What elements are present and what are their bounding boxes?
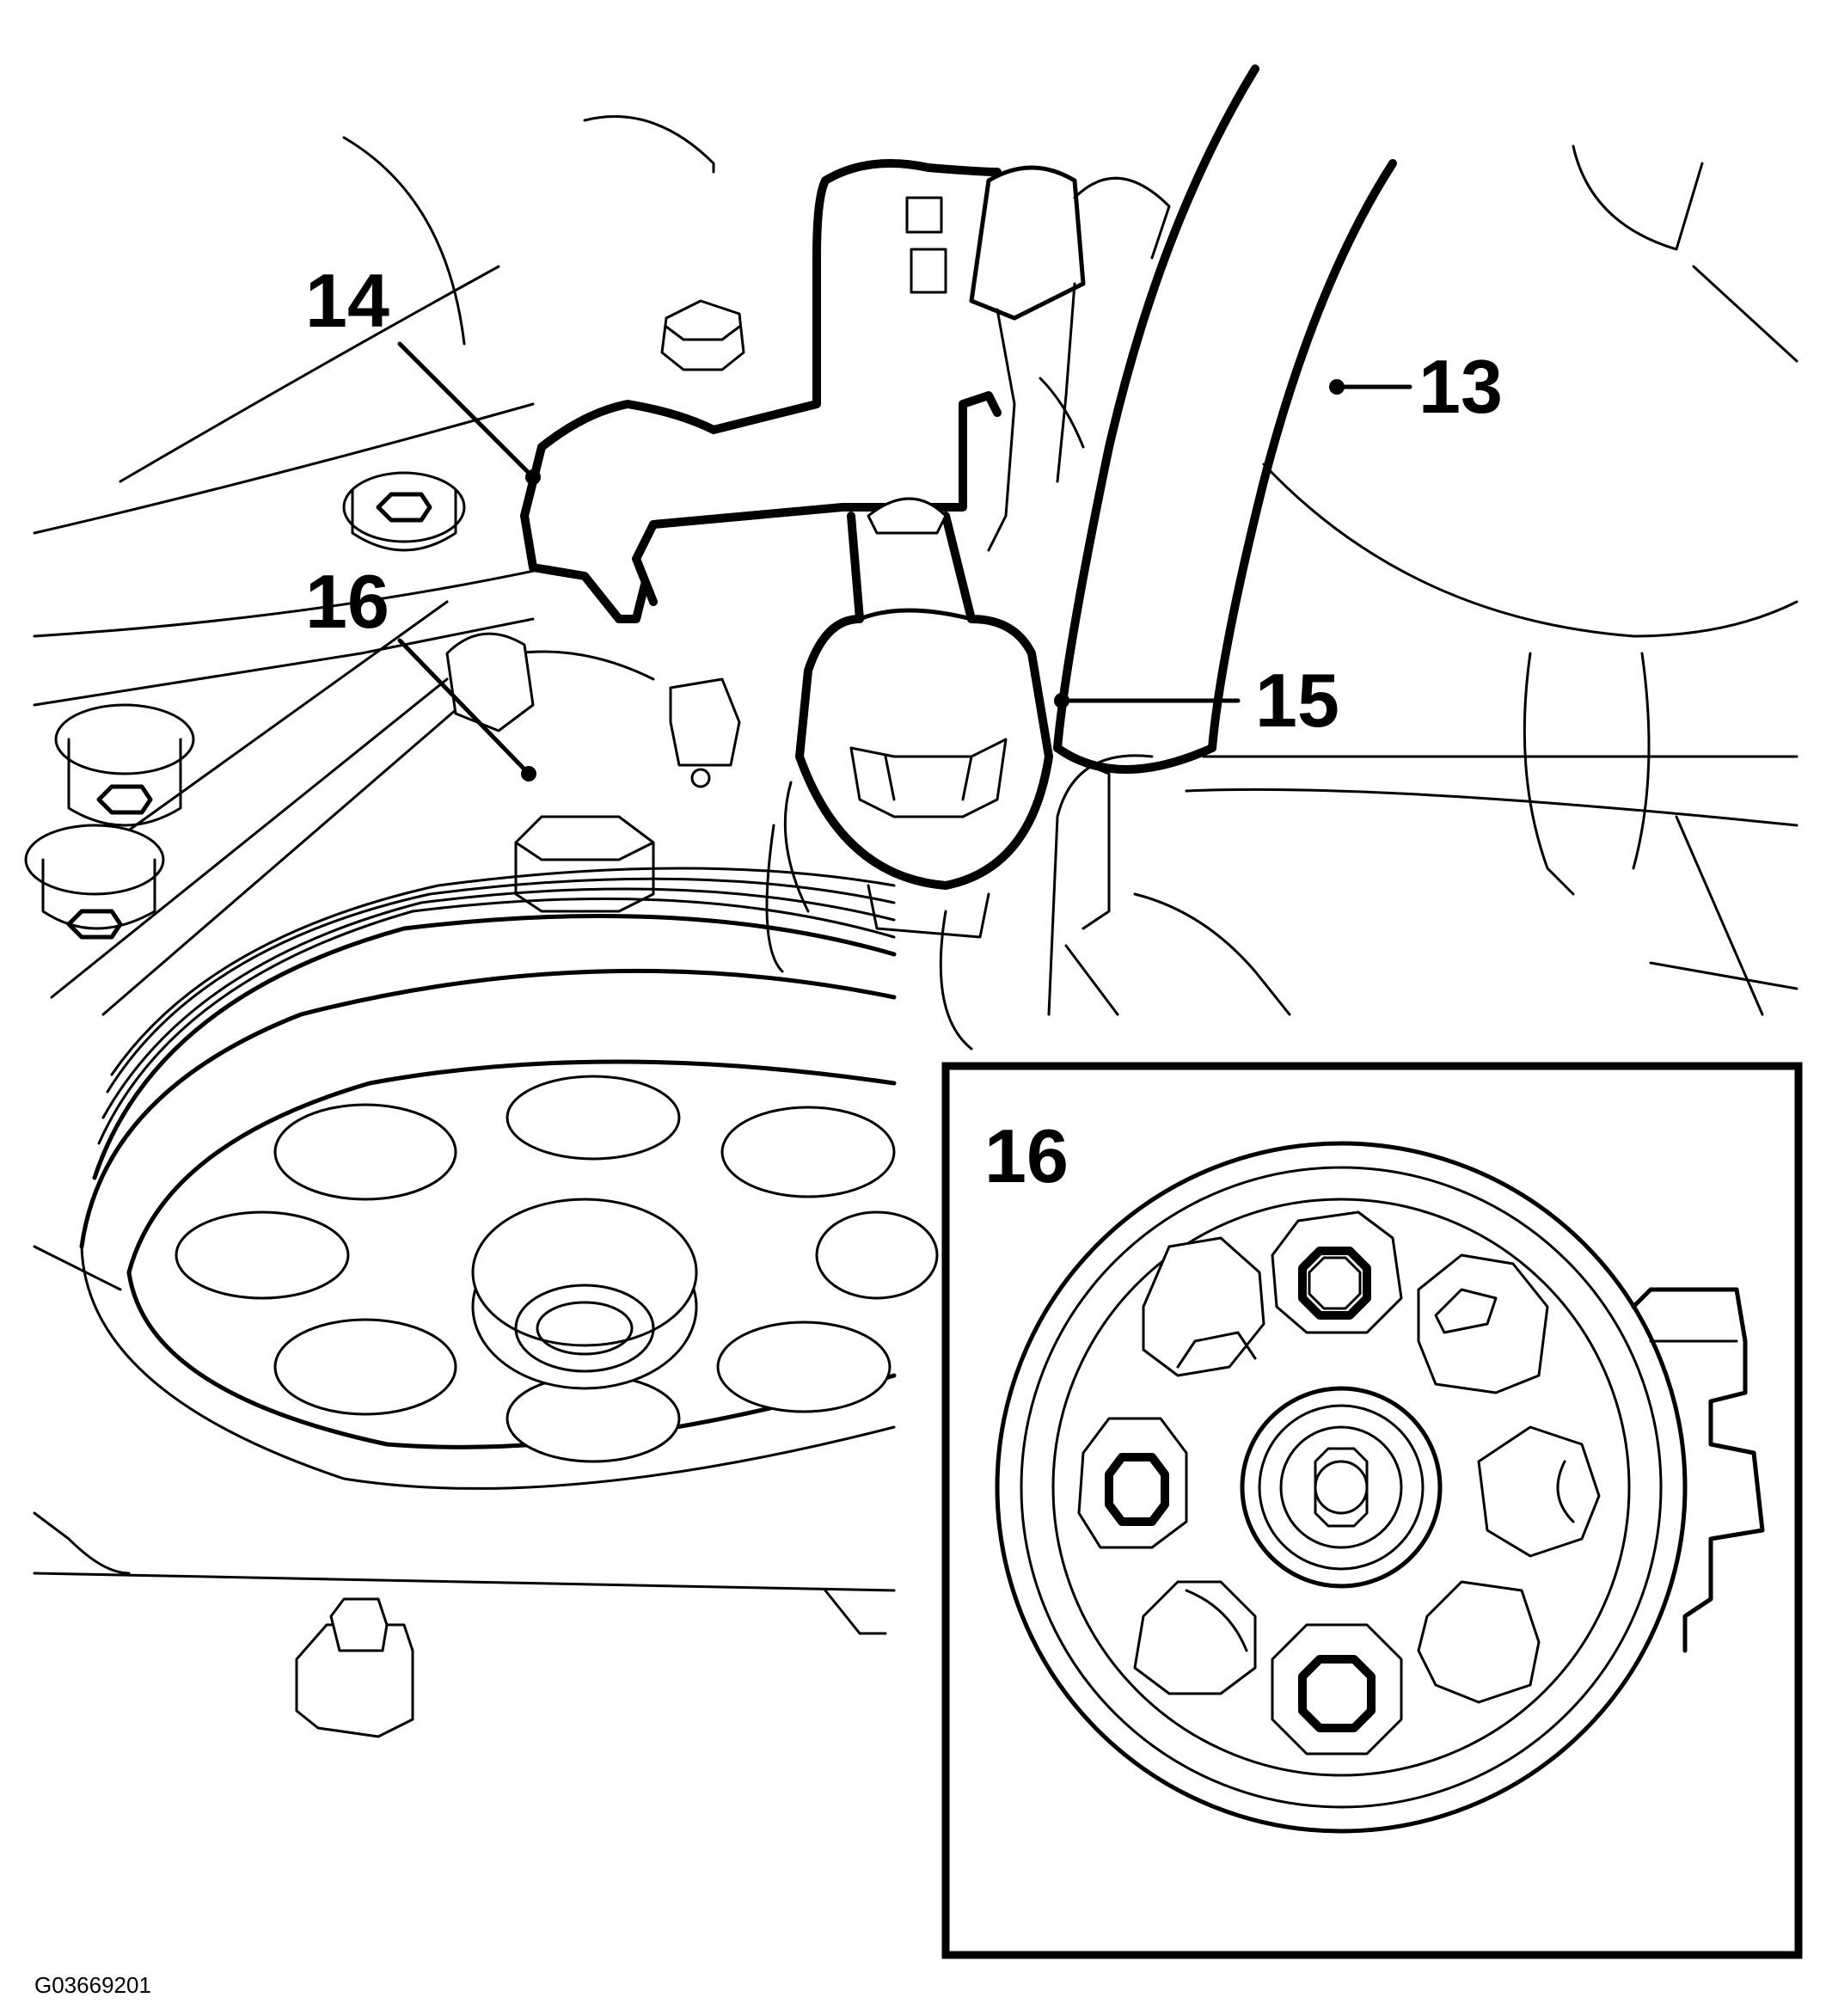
leader-dot-14 [525,469,541,485]
bolt-top [660,299,745,371]
detail-inset [941,1062,1803,1959]
bolt-bottom [295,1597,414,1738]
pump-pulley [79,867,939,1490]
leader-dot-16 [521,766,536,781]
leader-lines [397,341,1412,781]
bolt-socket-left-mid [54,703,195,827]
callout-13: 13 [1419,344,1503,429]
engine-background-lines [33,115,1798,1635]
callout-14: 14 [305,258,389,343]
pressure-fitting-15 [765,497,1111,973]
callout-labels: 13 14 15 16 16 [305,258,1503,1198]
pipe-bracket-14 [520,159,1086,623]
bolt-socket-left-low [24,824,165,940]
callout-15: 15 [1255,658,1339,743]
leader-dot-13 [1329,379,1345,395]
figure-code: G03669201 [34,1972,151,1998]
hose-13 [1053,64,1397,774]
callout-16-inset: 16 [984,1113,1069,1198]
leader-14 [397,341,536,480]
bolt-socket-left-upper [342,471,466,552]
callout-16: 16 [305,559,389,644]
leader-16 [397,638,531,776]
bolt-mount-16 [514,815,655,913]
background-bolts [24,299,745,1738]
leader-dot-15 [1054,693,1069,708]
